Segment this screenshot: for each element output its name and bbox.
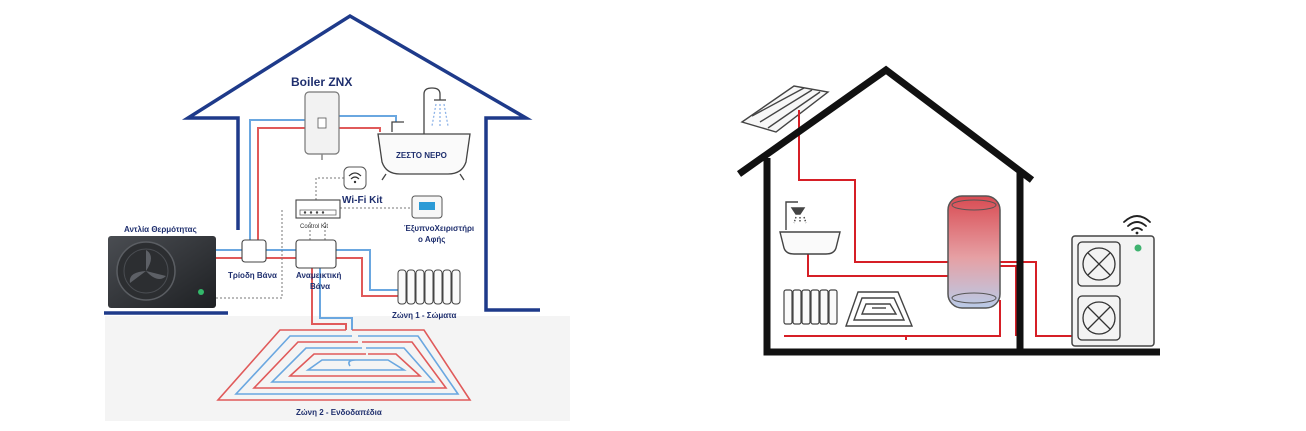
zone2-label: Ζώνη 2 - Ενδοδαπέδια <box>296 408 382 417</box>
bath-label: ΖΕΣΤΟ ΝΕΡΟ <box>396 151 447 160</box>
control-wires <box>210 177 412 299</box>
shower-icon <box>779 201 841 255</box>
bathtub-icon <box>377 87 471 181</box>
boiler-icon <box>304 91 340 160</box>
floor-heating-icon <box>216 329 472 401</box>
radiator-icon <box>783 289 838 325</box>
hot-pipes <box>210 127 398 330</box>
wifi-icon <box>343 166 367 190</box>
wifi-icon <box>1123 215 1151 235</box>
solar-panel-icon <box>740 85 830 133</box>
control-kit-icon <box>295 199 341 219</box>
smart-controller-label-line2: ο Αφής <box>418 235 445 244</box>
zone1-label: Ζώνη 1 - Σώματα <box>392 311 456 320</box>
right-house-outline <box>736 65 1160 356</box>
tank-icon <box>947 195 1001 309</box>
control-kit-label: Control Kit <box>300 224 328 230</box>
floor-background <box>105 316 570 421</box>
left-diagram: Boiler ZNX ΖΕΣΤΟ ΝΕΡΟ Wi-Fi Kit <box>104 13 570 421</box>
thermostat-icon <box>411 195 443 219</box>
boiler-label: Boiler ZNX <box>291 75 352 89</box>
three-way-valve-label: Τρίοδη Βάνα <box>228 271 277 280</box>
mixing-valve-label-line2: Βάνα <box>310 282 330 291</box>
heat-pump-icon <box>108 236 216 308</box>
mixing-valve-icon <box>295 239 337 269</box>
radiator-icon <box>397 269 461 305</box>
mixing-valve-label-line1: Αναμεικτική <box>296 271 341 280</box>
left-house-outline <box>104 13 540 315</box>
floor-heating-icon <box>845 291 914 327</box>
right-diagram <box>736 65 1160 356</box>
wifi-kit-label: Wi-Fi Kit <box>342 195 383 206</box>
heat-pump-label: Αντλία Θερμότητας <box>124 225 197 234</box>
smart-controller-label-line1: ΈξυπνοΧειριστήρι <box>404 224 474 233</box>
red-pipes <box>784 110 1072 340</box>
heat-pump-icon <box>1071 235 1155 347</box>
three-way-valve-icon <box>241 239 267 263</box>
